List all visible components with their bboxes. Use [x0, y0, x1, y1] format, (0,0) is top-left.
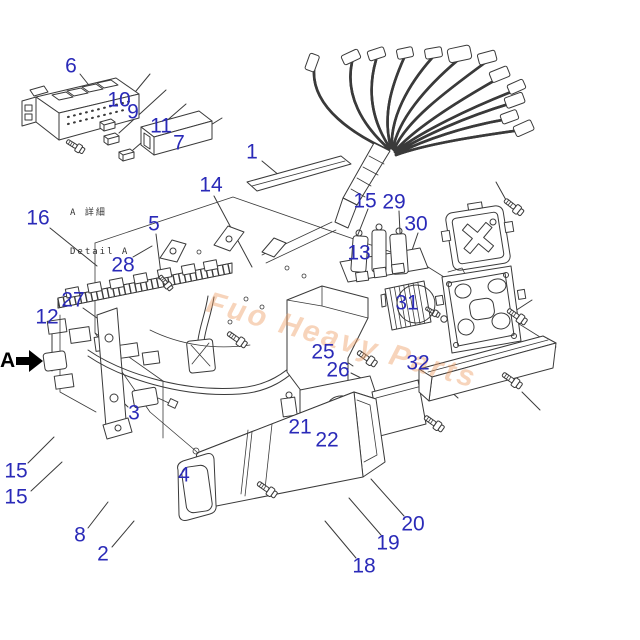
clip-part-11 — [118, 148, 135, 162]
grille-plate — [435, 266, 525, 353]
screw-detail-a — [64, 137, 87, 156]
arrow-icon — [16, 350, 43, 372]
pipes-and-connectors — [88, 296, 300, 408]
resistor-heatsink-31 — [381, 281, 447, 330]
view-marker-a: A — [0, 349, 16, 372]
frame-bracket-1 — [160, 156, 351, 262]
highlight-circle-31 — [397, 285, 435, 323]
air-duct-lower — [178, 392, 385, 520]
clip-part-9 — [103, 132, 120, 146]
ecu-box — [441, 202, 513, 271]
cover-part-7 — [141, 111, 212, 155]
wire-harness-fan — [305, 45, 535, 228]
detail-a-caption-en: Detail A — [70, 247, 130, 258]
detail-a-caption-jp: A 詳細 — [70, 208, 107, 219]
duct-beam-32 — [372, 336, 556, 436]
relay-cluster — [340, 224, 428, 282]
fuse-block-detail-a — [22, 78, 139, 140]
harness-rail — [43, 260, 232, 439]
detail-a-caption: A 詳細 Detail A — [70, 181, 129, 285]
